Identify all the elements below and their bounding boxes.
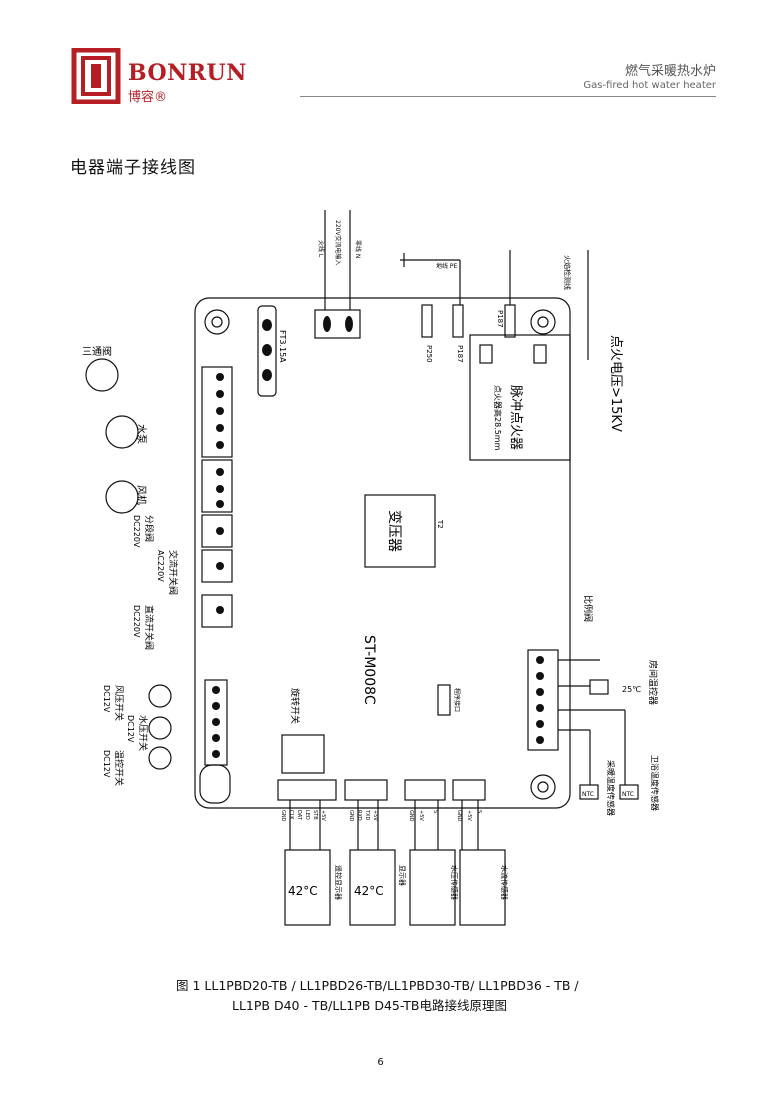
remote-display-temp: 42°C — [288, 884, 318, 898]
valve-segment: 分段阀 — [143, 515, 155, 542]
proportional-valve-label: 比例阀 — [582, 595, 594, 622]
product-title-cn: 燃气采暖热水炉 — [624, 64, 716, 79]
header-rule — [300, 96, 716, 97]
igniter-label: 脉冲点火器 — [508, 385, 523, 450]
pin-g2-1: RXD — [356, 810, 362, 821]
terminal-p187-b: P187 — [496, 310, 504, 328]
switch-air-pressure: 风压开关 — [113, 685, 125, 721]
pin-g1-0: GND — [280, 810, 286, 822]
brand-name: BONRUN — [128, 60, 247, 86]
transformer-label: 变压器 — [386, 510, 402, 552]
terminal-p187-a: P187 — [456, 345, 464, 363]
switch-water-voltage: DC12V — [126, 715, 135, 743]
valve-segment-voltage: DC220V — [132, 515, 141, 548]
switch-water-pressure: 水压开关 — [137, 715, 149, 751]
heating-sensor-label: 采暖温度传感器 — [606, 760, 616, 816]
figure-caption-line2: LL1PB D40 - TB/LL1PB D45-TB电路接线原理图 — [232, 998, 507, 1013]
ground-label: 地线 PE — [436, 262, 458, 270]
bath-sensor-label: 卫浴温度传感器 — [650, 755, 660, 811]
pin-g4-1: +5V — [466, 810, 472, 821]
water-pressure-sensor-label: 水压传感器 — [450, 865, 459, 900]
terminal-p250: P250 — [425, 345, 433, 363]
ntc-bath: NTC — [622, 791, 634, 798]
pin-g1-1: CLK — [288, 810, 294, 820]
ntc-heating: NTC — [582, 791, 594, 798]
board-model: ST-M008C — [361, 635, 377, 705]
pin-g1-5: +5V — [320, 810, 326, 821]
power-label-input: 220V交流电输入 — [334, 220, 342, 266]
valve-dc-switch: 直流开关阀 — [143, 605, 155, 650]
device-fan: 风机 — [135, 485, 148, 505]
pin-g2-3: +5V — [372, 810, 378, 821]
figure-caption-line1: 图 1 LL1PBD20-TB / LL1PBD26-TB/LL1PBD30-T… — [176, 978, 579, 993]
switch-thermostat: 温控开关 — [113, 750, 125, 786]
flame-detect-label: 火焰检测线 — [563, 255, 572, 290]
pin-g4-0: GND — [456, 810, 462, 822]
power-label-neutral: 零线 N — [354, 240, 362, 258]
room-temp-value: 25℃ — [622, 685, 641, 694]
fuse-label: FT3.15A — [278, 330, 287, 363]
pin-g2-0: GND — [348, 810, 354, 822]
valve-ac-switch: 交流开关阀 — [167, 550, 179, 595]
room-thermostat-label: 房间温控器 — [647, 660, 659, 705]
product-title-en: Gas-fired hot water heater — [583, 80, 716, 91]
remote-display-label: 遥控显示器 — [334, 865, 343, 900]
pin-g1-4: STB — [312, 810, 318, 820]
pin-g2-2: TXD — [364, 809, 370, 820]
brand-name-cn: 博容® — [128, 90, 168, 105]
display-label: 显示器 — [398, 865, 406, 886]
transformer-id: T2 — [436, 519, 444, 529]
igniter-height: 点火器高28.5mm — [493, 385, 503, 451]
bonrun-logo — [71, 48, 121, 104]
pin-g4-2: S — [476, 810, 482, 813]
pin-g1-3: LED — [304, 810, 310, 820]
device-3way-valve: 三通阀 — [82, 345, 112, 358]
wiring-diagram: 火线 L 零线 N 220V交流电输入 地线 PE FT3.15A P250 P… — [82, 210, 660, 926]
section-title: 电器端子接线图 — [70, 158, 196, 178]
pin-g1-2: DAT — [296, 810, 302, 821]
water-flow-sensor-label: 水流传感器 — [500, 865, 509, 900]
display-temp: 42°C — [354, 884, 384, 898]
power-label-live: 火线 L — [317, 240, 325, 258]
switch-air-voltage: DC12V — [102, 685, 111, 713]
pin-g3-0: GND — [408, 810, 414, 822]
valve-ac-voltage: AC220V — [156, 550, 165, 582]
switch-thermostat-voltage: DC12V — [102, 750, 111, 778]
pin-g3-1: +5V — [418, 810, 424, 821]
ignition-voltage: 点火电压>15KV — [608, 335, 623, 432]
device-pump: 水泵 — [135, 424, 147, 444]
valve-dc-voltage: DC220V — [132, 605, 141, 638]
pin-g3-2: S — [432, 810, 438, 813]
burn-port-label: 程序接口 — [453, 688, 461, 712]
rotary-switch-label: 旋转开关 — [289, 688, 301, 724]
page-number: 6 — [377, 1057, 384, 1068]
